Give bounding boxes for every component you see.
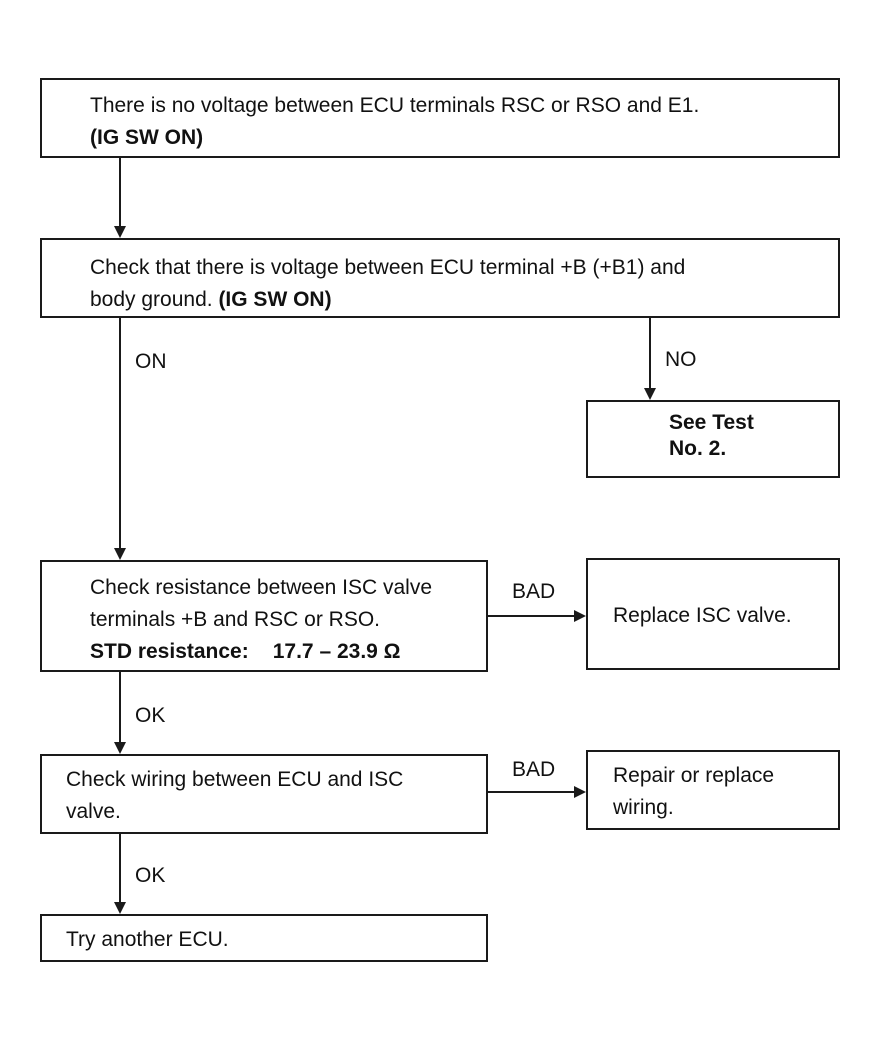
replace-isc-text: Replace ISC valve.: [613, 604, 792, 627]
repair-wiring-text: Repair or replace: [613, 764, 775, 787]
check-wiring-box: Check wiring between ECU and ISC valve.: [40, 754, 488, 834]
replace-isc-box: Replace ISC valve.: [586, 558, 840, 670]
arrowhead-resistance-to-replace: [574, 610, 586, 622]
arrowhead-wiring-to-repair: [574, 786, 586, 798]
check-resistance-box: Check resistance between ISC valve termi…: [40, 560, 488, 672]
try-another-ecu-text: Try another ECU.: [66, 928, 229, 951]
try-another-ecu-box: Try another ECU.: [40, 914, 488, 962]
check-resistance-text-cont: terminals +B and RSC or RSO.: [90, 608, 381, 631]
start-condition-text: There is no voltage between ECU terminal…: [90, 94, 700, 117]
start-condition-box: There is no voltage between ECU terminal…: [40, 78, 840, 158]
arrowhead-resistance-to-wiring: [114, 742, 126, 754]
branch-label-no: NO: [665, 348, 697, 371]
std-resistance-value: 17.7 – 23.9 Ω: [272, 640, 401, 663]
branch-label-ok-resistance: OK: [135, 704, 166, 727]
see-test-text: See Test: [669, 411, 754, 434]
check-resistance-text: Check resistance between ISC valve: [90, 576, 432, 599]
arrowhead-start-to-voltage: [114, 226, 126, 238]
arrowhead-voltage-to-see-test: [644, 388, 656, 400]
branch-label-ok-wiring: OK: [135, 864, 166, 887]
see-test-box: See Test No. 2.: [586, 400, 840, 478]
check-voltage-text: Check that there is voltage between ECU …: [90, 256, 686, 279]
repair-wiring-box: Repair or replace wiring.: [586, 750, 840, 830]
check-wiring-text-cont: valve.: [66, 800, 121, 823]
branch-label-bad-wiring: BAD: [512, 758, 556, 781]
check-voltage-text-cont: body ground.: [90, 288, 219, 311]
branch-label-on: ON: [135, 350, 167, 373]
see-test-number: No. 2.: [669, 437, 727, 460]
repair-wiring-text-cont: wiring.: [613, 796, 674, 819]
std-resistance-label: STD resistance:: [90, 640, 249, 663]
start-condition-note: (IG SW ON): [90, 126, 204, 149]
branch-label-bad-resistance: BAD: [512, 580, 556, 603]
check-voltage-note: (IG SW ON): [218, 288, 332, 311]
arrowhead-wiring-to-ecu: [114, 902, 126, 914]
check-voltage-box: Check that there is voltage between ECU …: [40, 238, 840, 318]
check-wiring-text: Check wiring between ECU and ISC: [66, 768, 404, 791]
arrowhead-voltage-to-resistance: [114, 548, 126, 560]
